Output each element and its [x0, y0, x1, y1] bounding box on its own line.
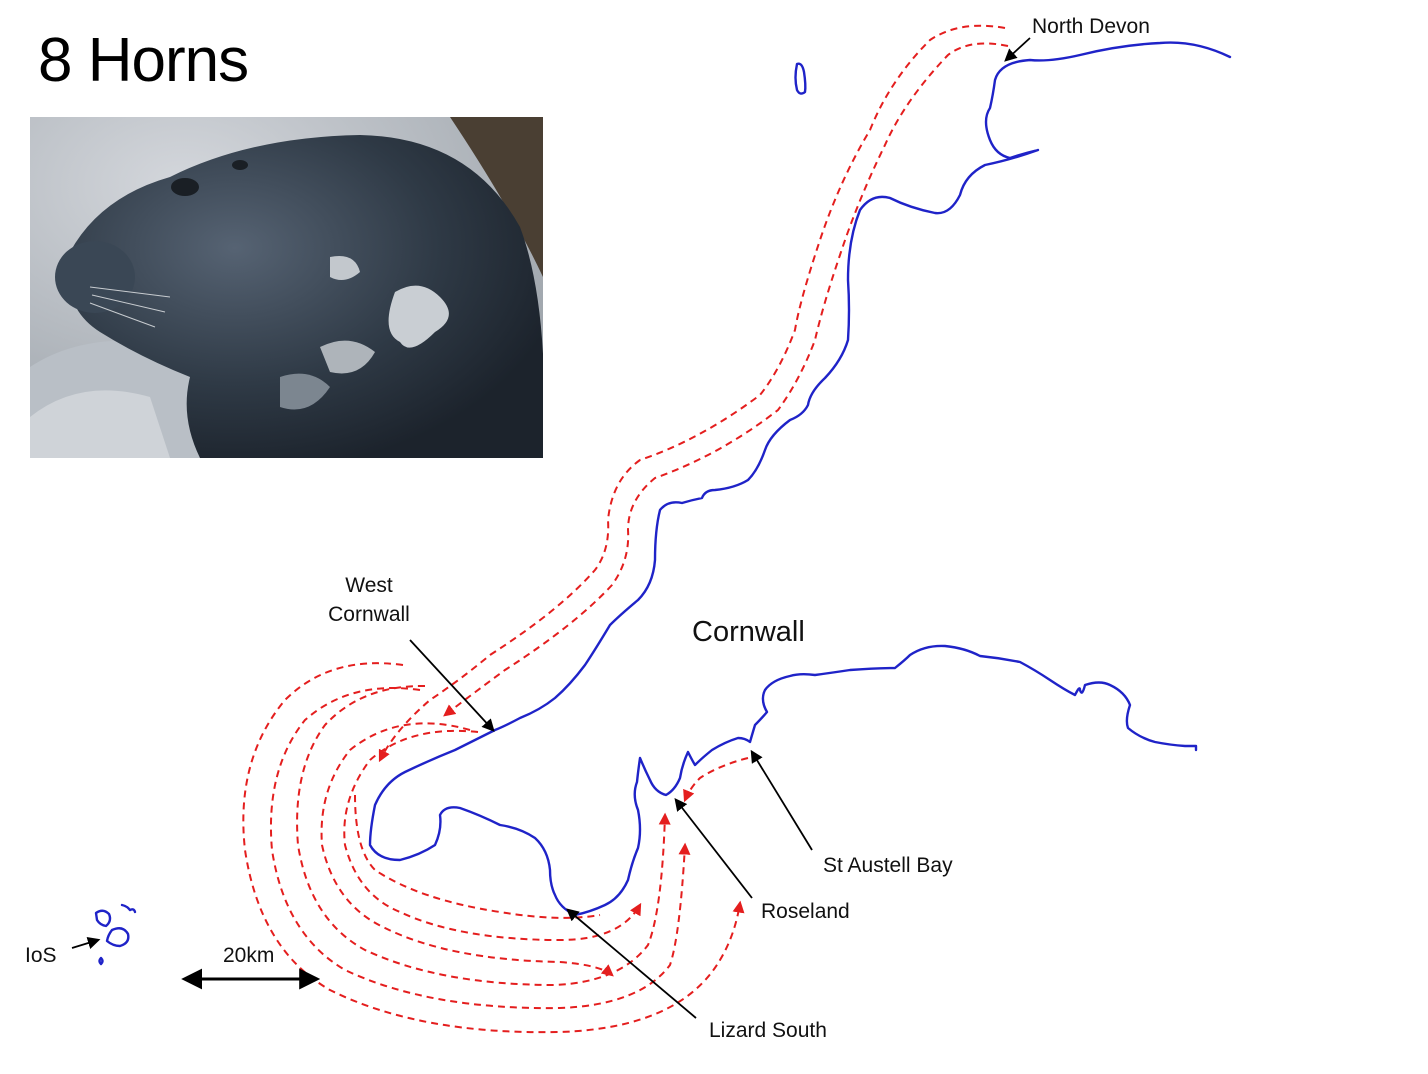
- route-loop-1: [242, 662, 745, 1034]
- page-title: 8 Horns: [38, 26, 249, 95]
- pointer-st-austell-bay: [750, 749, 813, 851]
- pointer-ios: [71, 936, 101, 949]
- route-loop-3: [296, 684, 671, 987]
- north-coastline: [368, 41, 1232, 917]
- route-loop-4: [320, 722, 614, 977]
- pointer-west-cornwall: [409, 639, 495, 732]
- label-west-cornwall-line2: Cornwall: [328, 603, 410, 626]
- label-scale-20km: 20km: [223, 944, 274, 967]
- pointer-north-devon: [1004, 37, 1031, 62]
- label-west-cornwall-line1: West: [345, 574, 393, 597]
- lundy-island: [794, 62, 807, 95]
- label-st-austell-bay: St Austell Bay: [823, 854, 953, 877]
- route-loop-6: [354, 794, 601, 919]
- route-paths: [242, 24, 1009, 1034]
- pointer-lizard-south: [566, 908, 697, 1019]
- route-north-devon-outer: [378, 24, 1006, 763]
- label-roseland: Roseland: [761, 900, 850, 923]
- seal-photo-illustration: [30, 117, 543, 458]
- route-loop-2: [269, 687, 691, 1010]
- label-lizard-south: Lizard South: [709, 1019, 827, 1042]
- route-st-austell: [683, 757, 749, 803]
- seal-photo: [30, 117, 543, 458]
- label-north-devon: North Devon: [1032, 15, 1150, 38]
- label-ios: IoS: [25, 944, 57, 967]
- pointer-roseland: [674, 798, 753, 899]
- isles-of-scilly: [94, 903, 137, 966]
- route-north-devon-inner: [443, 42, 1009, 717]
- label-cornwall: Cornwall: [692, 616, 805, 648]
- route-loop-5: [343, 729, 642, 942]
